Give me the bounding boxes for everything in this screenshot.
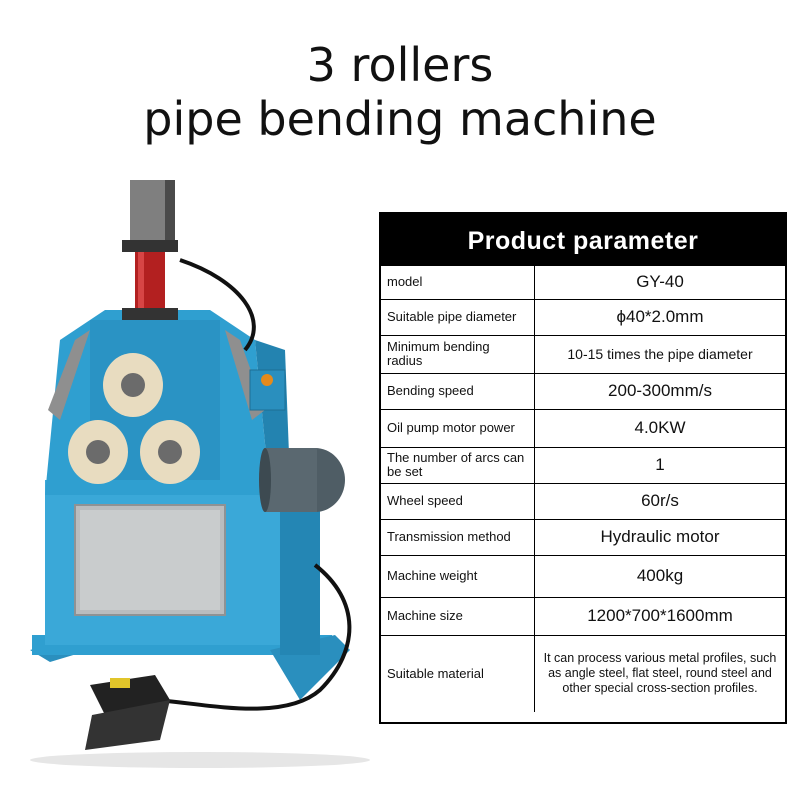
table-row: Suitable material It can process various… bbox=[381, 634, 785, 712]
table-row: Transmission method Hydraulic motor bbox=[381, 518, 785, 556]
row-label: Oil pump motor power bbox=[381, 408, 535, 448]
title-line-2: pipe bending machine bbox=[143, 92, 657, 146]
row-value: It can process various metal profiles, s… bbox=[534, 634, 785, 712]
row-value: 10-15 times the pipe diameter bbox=[534, 334, 785, 374]
table-row: Minimum bending radius 10-15 times the p… bbox=[381, 334, 785, 374]
table-row: model GY-40 bbox=[381, 266, 785, 300]
row-value: ϕ40*2.0mm bbox=[534, 298, 785, 336]
row-label: Transmission method bbox=[381, 518, 535, 556]
table-row: Wheel speed 60r/s bbox=[381, 482, 785, 520]
row-value: 400kg bbox=[534, 554, 785, 598]
row-label: Suitable material bbox=[381, 634, 535, 712]
row-value: 1 bbox=[534, 446, 785, 484]
row-label: Wheel speed bbox=[381, 482, 535, 520]
row-label: Machine size bbox=[381, 596, 535, 636]
row-value: Hydraulic motor bbox=[534, 518, 785, 556]
row-value: 60r/s bbox=[534, 482, 785, 520]
row-label: The number of arcs can be set bbox=[381, 446, 535, 484]
spec-table-body: model GY-40 Suitable pipe diameter ϕ40*2… bbox=[381, 266, 785, 712]
table-row: Bending speed 200-300mm/s bbox=[381, 372, 785, 410]
row-value: 4.0KW bbox=[534, 408, 785, 448]
title-line-1: 3 rollers bbox=[306, 38, 494, 92]
machine-photo bbox=[30, 180, 370, 768]
spec-table: Product parameter model GY-40 Suitable p… bbox=[379, 212, 787, 724]
row-value: 200-300mm/s bbox=[534, 372, 785, 410]
row-label: Minimum bending radius bbox=[381, 334, 535, 374]
table-row: Machine size 1200*700*1600mm bbox=[381, 596, 785, 636]
row-label: Suitable pipe diameter bbox=[381, 298, 535, 336]
table-row: Oil pump motor power 4.0KW bbox=[381, 408, 785, 448]
table-row: Suitable pipe diameter ϕ40*2.0mm bbox=[381, 298, 785, 336]
table-row: The number of arcs can be set 1 bbox=[381, 446, 785, 484]
row-label: model bbox=[381, 266, 535, 300]
row-label: Machine weight bbox=[381, 554, 535, 598]
spec-table-heading: Product parameter bbox=[381, 214, 785, 266]
row-value: 1200*700*1600mm bbox=[534, 596, 785, 636]
table-row: Machine weight 400kg bbox=[381, 554, 785, 598]
row-value: GY-40 bbox=[534, 266, 785, 300]
row-label: Bending speed bbox=[381, 372, 535, 410]
